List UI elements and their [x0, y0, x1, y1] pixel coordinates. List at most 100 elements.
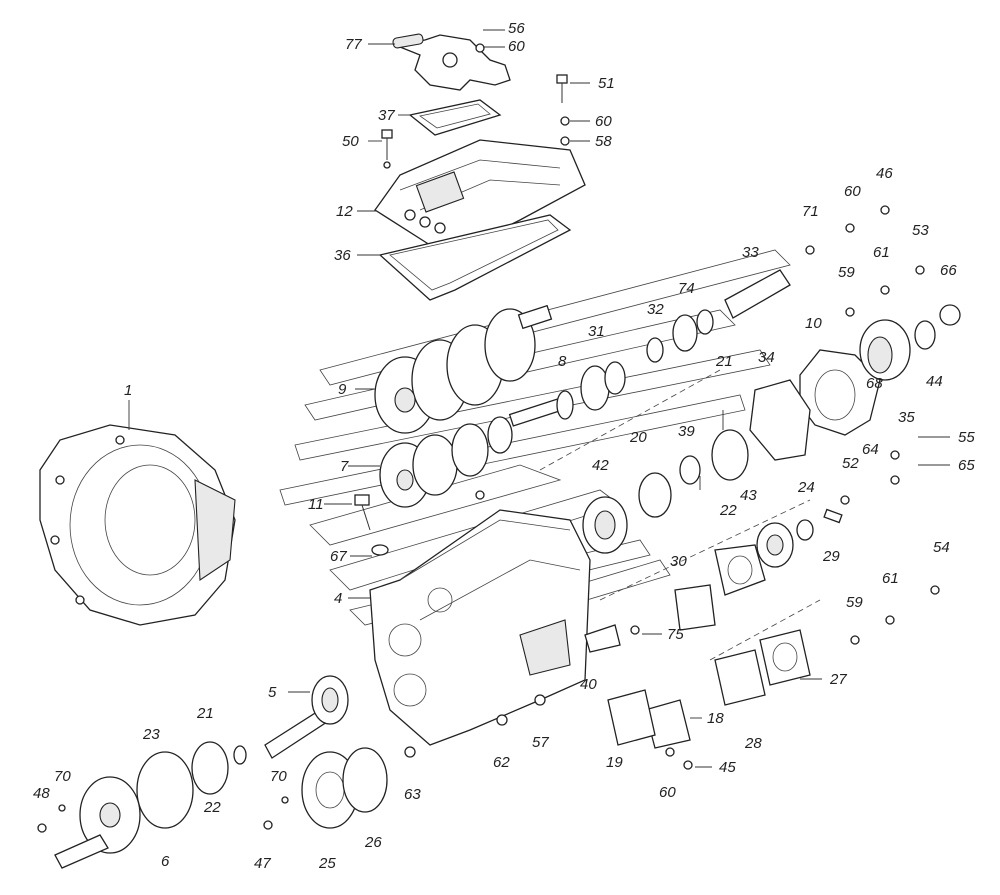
label-9: 9 [338, 381, 347, 398]
cover-27 [759, 629, 811, 686]
gasket-37 [408, 99, 502, 136]
label-43: 43 [740, 487, 757, 504]
breather-11 [354, 494, 371, 531]
label-58: 58 [595, 133, 612, 150]
label-61: 61 [882, 570, 899, 587]
label-59: 59 [838, 264, 855, 281]
gasket-26 [342, 747, 388, 813]
small-fasteners [37, 205, 940, 833]
seal-21b [191, 741, 229, 795]
gasket-34 [749, 379, 811, 461]
label-60: 60 [508, 38, 525, 55]
label-24: 24 [797, 479, 815, 496]
label-25: 25 [318, 855, 336, 872]
label-30: 30 [670, 553, 687, 570]
cover-30 [714, 544, 766, 596]
label-27: 27 [829, 671, 847, 688]
label-70: 70 [270, 768, 287, 785]
label-21: 21 [715, 353, 733, 370]
bearing-39 [679, 455, 701, 485]
label-57: 57 [532, 734, 549, 751]
nut-66 [939, 304, 961, 326]
label-6: 6 [161, 853, 170, 870]
label-12: 12 [336, 203, 353, 220]
label-39: 39 [678, 423, 695, 440]
seal-44 [914, 320, 936, 350]
label-20: 20 [629, 429, 647, 446]
ring-8 [556, 390, 574, 420]
label-29: 29 [822, 548, 840, 565]
label-21: 21 [196, 705, 214, 722]
part-labels: 77 56 60 51 37 60 58 50 12 36 71 60 46 3… [33, 20, 975, 872]
label-34: 34 [758, 349, 775, 366]
label-59: 59 [846, 594, 863, 611]
label-61: 61 [873, 244, 890, 261]
label-64: 64 [862, 441, 879, 458]
label-60: 60 [595, 113, 612, 130]
label-28: 28 [744, 735, 762, 752]
label-26: 26 [364, 834, 382, 851]
label-46: 46 [876, 165, 893, 182]
gasket-36 [378, 214, 572, 301]
gasket-19 [607, 689, 656, 746]
countershaft-assembly-7 [379, 395, 572, 508]
gear-31 [580, 361, 626, 411]
bearing-74 [672, 309, 714, 352]
label-47: 47 [254, 855, 271, 872]
label-54: 54 [933, 539, 950, 556]
label-44: 44 [926, 373, 943, 390]
label-8: 8 [558, 353, 567, 370]
label-55: 55 [958, 429, 975, 446]
main-shaft-assembly-9 [374, 304, 553, 434]
label-66: 66 [940, 262, 957, 279]
input-shaft-5 [264, 675, 349, 759]
ring-20 [638, 472, 672, 518]
label-63: 63 [404, 786, 421, 803]
label-11: 11 [308, 496, 324, 513]
gasket-28 [714, 649, 766, 706]
label-65: 65 [958, 457, 975, 474]
label-5: 5 [268, 684, 277, 701]
washer-24 [796, 519, 814, 541]
bolt-50 [381, 129, 393, 169]
label-77: 77 [345, 36, 362, 53]
callout-lines [128, 29, 950, 768]
label-52: 52 [842, 455, 859, 472]
label-53: 53 [912, 222, 929, 239]
label-7: 7 [340, 458, 349, 475]
bolt-51 [556, 74, 570, 146]
bolt-29 [823, 508, 843, 524]
label-37: 37 [378, 107, 395, 124]
label-67: 67 [330, 548, 347, 565]
label-51: 51 [598, 75, 615, 92]
label-31: 31 [588, 323, 605, 340]
label-71: 71 [802, 203, 819, 220]
ring-21a [711, 429, 749, 481]
label-33: 33 [742, 244, 759, 261]
label-68: 68 [866, 375, 883, 392]
shaft-33 [724, 269, 791, 319]
gasket-30b [674, 584, 716, 631]
label-60: 60 [659, 784, 676, 801]
ring-22b [233, 745, 247, 765]
label-4: 4 [334, 590, 342, 607]
label-70: 70 [54, 768, 71, 785]
bearing-32 [646, 337, 664, 363]
bearing-43 [756, 522, 794, 568]
label-50: 50 [342, 133, 359, 150]
bearing-42 [582, 496, 628, 554]
label-48: 48 [33, 785, 50, 802]
label-23: 23 [142, 726, 160, 743]
gearbox-case-4 [369, 509, 591, 746]
label-35: 35 [898, 409, 915, 426]
flange-6 [54, 776, 141, 869]
label-32: 32 [647, 301, 664, 318]
label-22: 22 [719, 502, 737, 519]
label-18: 18 [707, 710, 724, 727]
label-62: 62 [493, 754, 510, 771]
label-40: 40 [580, 676, 597, 693]
label-22: 22 [203, 799, 221, 816]
flange-35 [859, 319, 911, 381]
